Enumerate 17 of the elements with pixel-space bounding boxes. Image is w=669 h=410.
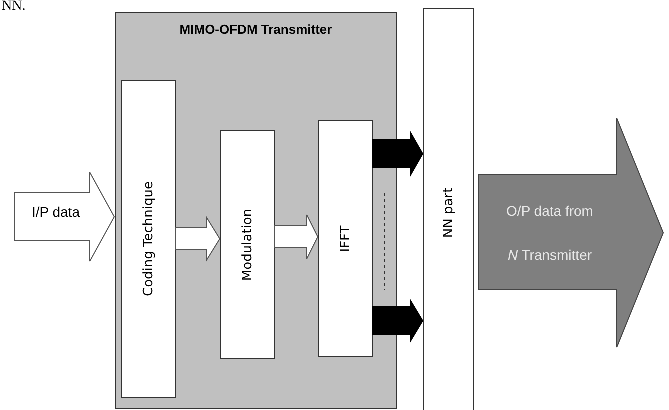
- box-label: IFFT: [338, 225, 353, 252]
- block-arrow: [176, 216, 221, 262]
- arrow-label: O/P data from N Transmitter: [506, 202, 594, 265]
- process-box: [318, 120, 373, 357]
- block-arrow: [372, 299, 424, 343]
- transmitter-panel: [115, 12, 397, 409]
- box-label: Modulation: [240, 208, 255, 281]
- box-label: Coding Technique: [141, 182, 156, 296]
- process-box: [220, 130, 275, 359]
- block-arrow: [274, 214, 319, 260]
- panel-title: MIMO-OFDM Transmitter: [178, 22, 334, 37]
- process-box: [423, 8, 474, 410]
- process-box: [121, 80, 176, 398]
- box-label: NN part: [441, 188, 456, 238]
- note-text: NN.: [2, 0, 26, 14]
- arrow-label: I/P data: [30, 203, 81, 221]
- block-arrow: [372, 131, 424, 177]
